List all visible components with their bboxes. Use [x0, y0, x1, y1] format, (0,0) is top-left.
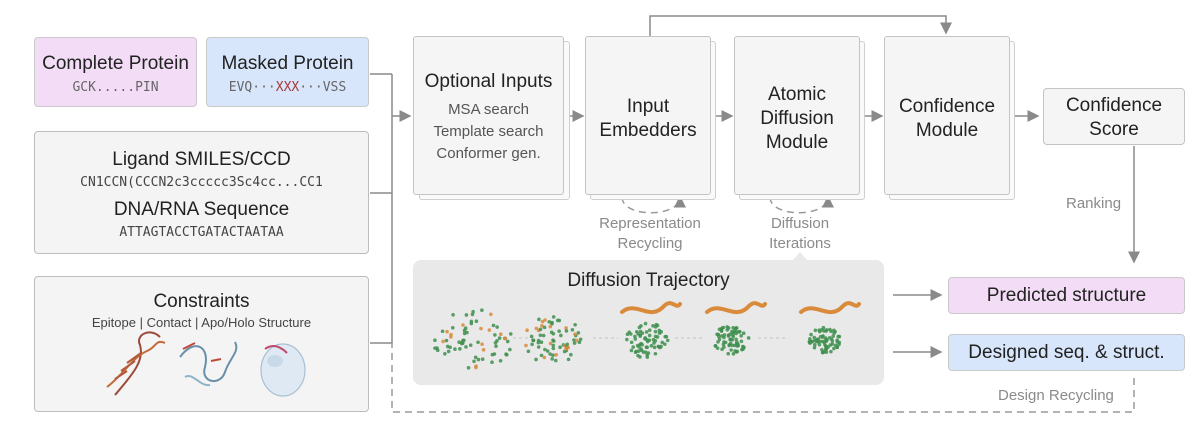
trajectory-frame-3 — [620, 301, 682, 359]
predicted-structure-label: Predicted structure — [986, 285, 1147, 306]
diffusion-iterations-label: Diffusion Iterations — [740, 214, 860, 254]
confidence-module-line2: Module — [915, 120, 979, 141]
ligand-smiles: CN1CCN(CCCN2c3ccccc3Sc4cc...CC1 — [80, 175, 323, 190]
confidence-score-line2: Score — [1089, 119, 1139, 140]
dna-rna-sequence: ATTAGTACCTGATACTAATAA — [119, 225, 284, 240]
atomic-diffusion-line2: Diffusion — [760, 108, 834, 129]
designed-seq-struct-label: Designed seq. & struct. — [968, 342, 1165, 363]
diffusion-iterations-arc — [769, 195, 834, 214]
optional-inputs-box: Optional Inputs MSA search Template sear… — [413, 36, 564, 195]
atomic-diffusion-line3: Module — [765, 132, 829, 153]
optional-inputs-title: Optional Inputs — [424, 71, 553, 92]
confidence-module-box: Confidence Module — [884, 36, 1010, 195]
input-embedders-line2: Embedders — [599, 120, 697, 141]
designed-seq-struct-box: Designed seq. & struct. — [948, 334, 1185, 371]
protein-ribbon-icon — [179, 341, 238, 387]
diffusion-trajectory-title: Diffusion Trajectory — [567, 270, 730, 291]
masked-protein-title: Masked Protein — [221, 53, 354, 74]
trajectory-frame-5 — [799, 301, 861, 355]
masked-seq-prefix: EVQ··· — [228, 80, 276, 95]
diffusion-iterations-line1: Diffusion — [770, 215, 830, 232]
trajectory-frame-2 — [524, 315, 583, 363]
constraints-title: Constraints — [153, 291, 250, 312]
protein-surface-icon — [260, 343, 306, 397]
confidence-module-line1: Confidence — [898, 96, 996, 117]
design-recycling-label: Design Recycling — [998, 387, 1114, 404]
masked-seq-mask: XXX — [275, 80, 300, 95]
trajectory-caret — [793, 252, 807, 260]
trajectory-frames — [433, 301, 861, 370]
atomic-diffusion-box: Atomic Diffusion Module — [734, 36, 860, 195]
input-embedders-line1: Input — [626, 96, 670, 117]
atomic-diffusion-line1: Atomic — [767, 84, 827, 105]
design-recycling-loop — [391, 343, 1135, 413]
dna-helix-icon — [106, 331, 166, 396]
diffusion-trajectory-panel: Diffusion Trajectory — [413, 260, 884, 385]
ligand-dna-box: Ligand SMILES/CCD CN1CCN(CCCN2c3ccccc3Sc… — [34, 131, 369, 254]
dna-rna-title: DNA/RNA Sequence — [113, 199, 290, 220]
constraint-structures-illustration — [106, 331, 306, 397]
complete-protein-box: Complete Protein GCK.....PIN — [34, 37, 197, 107]
complete-protein-seq: GCK.....PIN — [72, 80, 159, 95]
template-search-label: Template search — [433, 123, 544, 140]
masked-protein-seq: EVQ···XXX···VSS — [207, 80, 368, 95]
conformer-gen-label: Conformer gen. — [436, 145, 541, 162]
representation-recycling-label: Representation Recycling — [580, 214, 720, 254]
ranking-label: Ranking — [1066, 195, 1122, 212]
input-embedders-box: Input Embedders — [585, 36, 711, 195]
constraints-box: Constraints Epitope | Contact | Apo/Holo… — [34, 276, 369, 412]
diffusion-iterations-line2: Iterations — [769, 235, 831, 252]
masked-protein-box: Masked Protein EVQ···XXX···VSS — [206, 37, 369, 107]
representation-recycling-line1: Representation — [599, 215, 701, 232]
constraints-subtitle: Epitope | Contact | Apo/Holo Structure — [91, 315, 312, 330]
trajectory-frame-4 — [705, 301, 767, 356]
confidence-score-box: Confidence Score — [1043, 88, 1185, 145]
msa-search-label: MSA search — [448, 101, 529, 118]
confidence-score-line1: Confidence — [1065, 95, 1163, 116]
representation-recycling-line2: Recycling — [617, 235, 683, 252]
trajectory-frame-1 — [433, 308, 513, 370]
complete-protein-title: Complete Protein — [42, 53, 189, 74]
skip-connection-arrow — [649, 15, 952, 37]
predicted-structure-box: Predicted structure — [948, 277, 1185, 314]
representation-recycling-arc — [621, 195, 686, 214]
ligand-title: Ligand SMILES/CCD — [112, 149, 291, 170]
masked-seq-suffix: ···VSS — [299, 80, 347, 95]
